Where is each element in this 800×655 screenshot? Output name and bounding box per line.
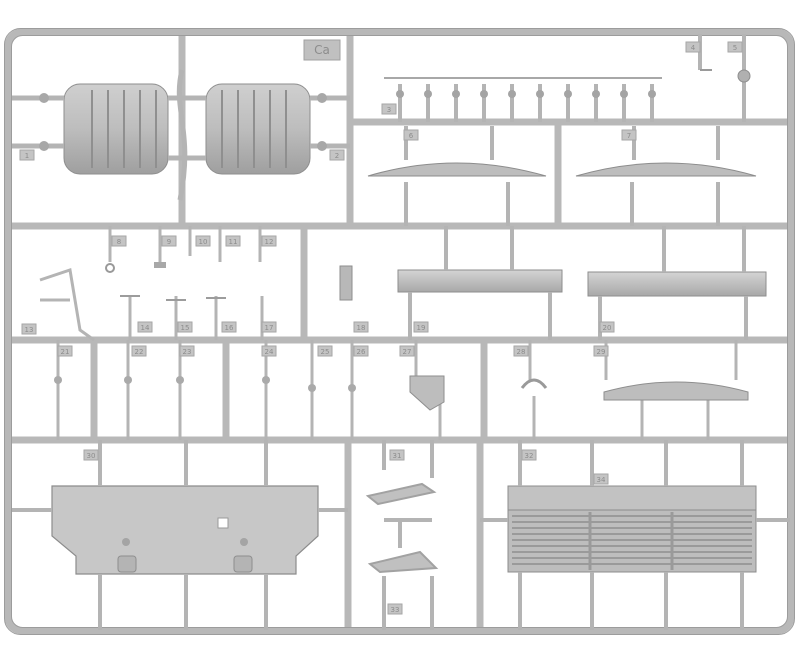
part-number: 34 [597,476,606,484]
part-number: 6 [409,132,414,140]
part-number: 32 [525,452,534,460]
part-number: 28 [517,348,526,356]
part-number-tag: 21 [57,345,73,357]
grab-rail [384,77,662,122]
part-number-tag: 32 [521,449,537,461]
sprue-frame [4,28,795,635]
part-number: 10 [199,238,208,246]
part-number-tag: 22 [131,345,147,357]
small-bracket [339,265,353,301]
stowage-bin-right [587,226,767,340]
part-number: 1 [25,152,29,160]
part-number: 25 [321,348,330,356]
part-number: 15 [181,324,190,332]
part-number-tag: 25 [317,345,333,357]
part-number: 2 [335,152,339,160]
part-number: 8 [117,238,121,246]
part-number-tag: 1 [19,149,35,161]
part-number: 29 [597,348,606,356]
fender-left [367,126,547,226]
part-number-tag: 16 [221,321,237,333]
fuel-tank-right [205,83,311,175]
part-number: 13 [25,326,34,334]
part-number: 12 [265,238,274,246]
part-number-tag: 33 [387,603,403,615]
part-number: 24 [265,348,274,356]
part-number-tag: 3 [381,103,397,115]
part-number-tag: 20 [599,321,615,333]
part-number-tag: 8 [111,235,127,247]
part-number: 30 [87,452,96,460]
bracket-parts [365,440,439,630]
part-number-tag: 23 [179,345,195,357]
stowage-bin-left [397,226,563,340]
part-number: 33 [391,606,400,614]
sprue-letter-tag: Ca [303,39,341,61]
part-number-tag: 18 [353,321,369,333]
part-number: 17 [265,324,274,332]
part-number: 20 [603,324,612,332]
part-number: 19 [417,324,426,332]
part-number: 22 [135,348,144,356]
part-number-tag: 24 [261,345,277,357]
part-number: 3 [387,106,391,114]
part-number-tag: 29 [593,345,609,357]
hook [520,378,548,389]
part-number-tag: 4 [685,41,701,53]
fender-right [575,126,757,226]
hull-plate [12,440,348,630]
part-number: 5 [733,44,737,52]
part-number-tag: 30 [83,449,99,461]
armor-plate [409,375,445,411]
part-number: 7 [627,132,631,140]
fuel-tank-left [63,83,169,175]
part-number-tag: 15 [177,321,193,333]
part-number: 26 [357,348,366,356]
part-number-tag: 28 [513,345,529,357]
part-number: 31 [393,452,402,460]
part-number: 9 [167,238,171,246]
engine-grille [480,440,790,630]
part-number-tag: 5 [727,41,743,53]
part-number: 11 [229,238,238,246]
svg-text:Ca: Ca [314,43,330,57]
part-number-tag: 12 [261,235,277,247]
part-number: 27 [403,348,412,356]
part-number-tag: 6 [403,129,419,141]
part-number-tag: 9 [161,235,177,247]
part-number: 23 [183,348,192,356]
part-number: 16 [225,324,234,332]
part-number-tag: 13 [21,323,37,335]
small-parts-cluster-a [39,226,264,342]
part-number-tag: 7 [621,129,637,141]
part-number-tag: 26 [353,345,369,357]
part-number: 21 [61,348,70,356]
shield-plate [603,381,749,401]
part-number-tag: 19 [413,321,429,333]
part-number-tag: 2 [329,149,345,161]
part-number-tag: 11 [225,235,241,247]
part-number: 18 [357,324,366,332]
part-number: 14 [141,324,150,332]
part-number-tag: 27 [399,345,415,357]
part-number-tag: 10 [195,235,211,247]
part-number-tag: 34 [593,473,609,485]
part-number-tag: 31 [389,449,405,461]
part-number-tag: 17 [261,321,277,333]
part-number: 4 [691,44,696,52]
part-number-tag: 14 [137,321,153,333]
